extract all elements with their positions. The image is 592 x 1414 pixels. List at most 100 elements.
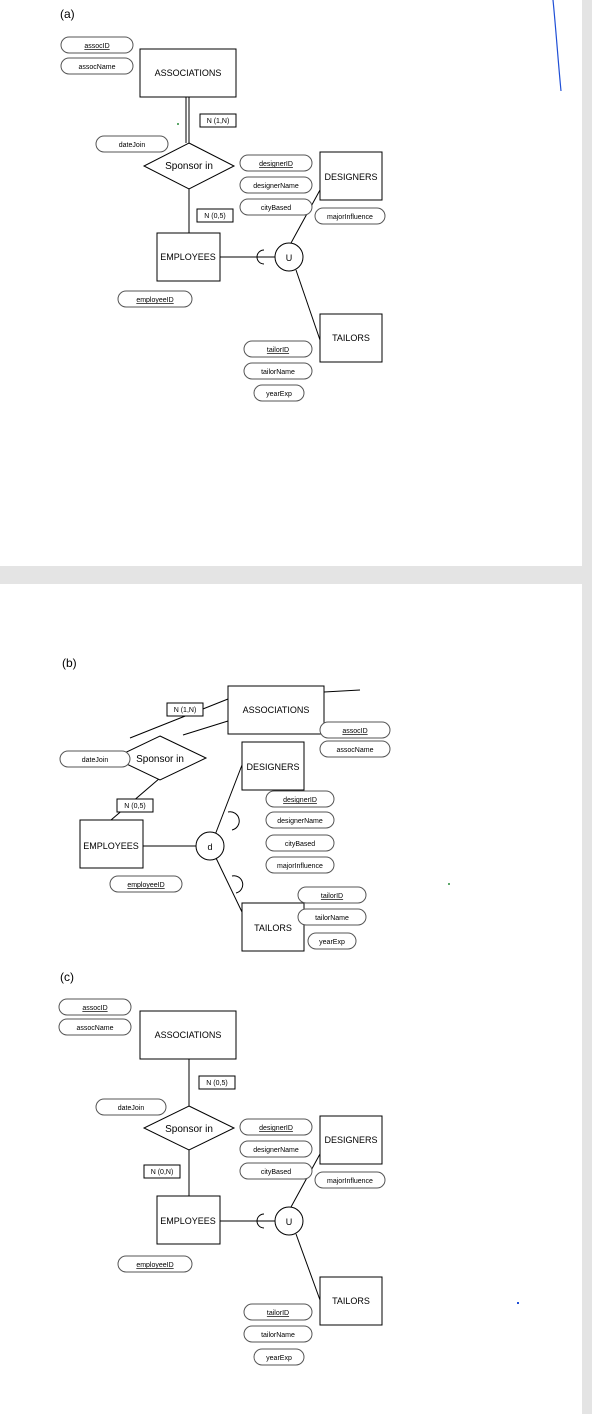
page-gutter [582, 0, 592, 1414]
c-relationship-sponsor-in [142, 1105, 236, 1151]
b-line-sponsor-associations [129, 698, 229, 739]
c-card-associations: N (0,5) [206, 1080, 227, 1087]
a-entity-associations-label: ASSOCIATIONS [155, 68, 222, 78]
c-attr-employeeID-label: employeeID [136, 1262, 173, 1269]
a-attr-majorInfluence-label: majorInfluence [327, 214, 373, 221]
a-card-employees: N (0,5) [204, 213, 225, 220]
b-attr-designerName-label: designerName [277, 818, 323, 825]
a-union-symbol: U [286, 253, 293, 263]
b-card-employees: N (0,5) [124, 803, 145, 810]
c-attr-cityBased [239, 1162, 313, 1180]
a-attr-yearExp-label: yearExp [266, 391, 292, 398]
b-disjoint-symbol: d [207, 842, 212, 852]
c-entity-employees-label: EMPLOYEES [160, 1216, 216, 1226]
b-card-employees-box [116, 798, 154, 813]
b-attr-tailorName-label: tailorName [315, 915, 349, 922]
b-attr-designerID-label: designerID [283, 797, 317, 804]
b-card-associations: N (1,N) [174, 707, 197, 714]
b-line-d-designers [214, 764, 243, 836]
c-attr-tailorID-label: tailorID [267, 1310, 289, 1317]
c-line-union-tailors [295, 1233, 321, 1301]
b-disjoint-circle [195, 831, 225, 861]
b-attr-yearExp-label: yearExp [319, 939, 345, 946]
a-line-union-tailors [295, 269, 321, 341]
b-attr-tailorID-label: tailorID [321, 893, 343, 900]
a-union-circle [274, 242, 304, 272]
a-entity-employees-label: EMPLOYEES [160, 252, 216, 262]
b-attr-designerName [265, 811, 335, 829]
b-attr-majorInfluence [265, 856, 335, 874]
b-attr-assocID [319, 721, 391, 739]
c-attr-assocName [58, 1018, 132, 1036]
c-union-symbol: U [286, 1217, 293, 1227]
c-stray-mark [517, 1302, 519, 1304]
b-line-associations-attrs [323, 689, 361, 693]
a-entity-employees [156, 232, 221, 282]
a-attr-designerID [239, 154, 313, 172]
b-subset-tailors [231, 875, 244, 894]
a-attr-yearExp [253, 384, 305, 402]
b-attr-employeeID-label: employeeID [127, 882, 164, 889]
diagram-b-label: (b) [62, 656, 77, 670]
a-line-union-designers [290, 189, 321, 244]
b-card-associations-box [166, 702, 204, 717]
c-attr-cityBased-label: cityBased [261, 1169, 291, 1176]
a-entity-tailors-label: TAILORS [332, 333, 370, 343]
diagram-c-label: (c) [60, 970, 74, 984]
diagram-c: (c) ASSOCIATIONS EMPLOYEES DESIGNERS TAI… [58, 970, 519, 1366]
b-stray-dot [448, 883, 450, 885]
c-attr-tailorID [243, 1303, 313, 1321]
a-relationship-sponsor-in-label: Sponsor in [165, 161, 213, 172]
c-subset-symbol [256, 1213, 265, 1229]
b-entity-employees-label: EMPLOYEES [83, 841, 139, 851]
a-card-associations-box [199, 113, 237, 128]
c-attr-majorInfluence-label: majorInfluence [327, 1178, 373, 1185]
a-attr-assocID-label: assocID [84, 43, 109, 50]
b-attr-assocName-label: assocName [337, 747, 374, 754]
b-entity-tailors [241, 902, 305, 952]
c-attr-designerName-label: designerName [253, 1147, 299, 1154]
c-entity-employees [156, 1195, 221, 1245]
c-attr-employeeID [117, 1255, 193, 1273]
a-attr-tailorName-label: tailorName [261, 369, 295, 376]
a-attr-employeeID-label: employeeID [136, 297, 173, 304]
b-entity-employees [79, 819, 144, 869]
c-union-circle [274, 1206, 304, 1236]
c-attr-dateJoin [95, 1098, 167, 1116]
a-attr-tailorID-label: tailorID [267, 347, 289, 354]
a-stray-dot [177, 123, 179, 125]
c-line-union-designers [290, 1153, 321, 1208]
c-card-associations-box [198, 1075, 236, 1090]
b-subset-designers [227, 811, 240, 831]
b-attr-designerID [265, 790, 335, 808]
b-entity-designers-label: DESIGNERS [246, 762, 299, 772]
b-attr-dateJoin [59, 750, 131, 768]
a-attr-designerName-label: designerName [253, 183, 299, 190]
b-attr-dateJoin-label: dateJoin [82, 757, 109, 764]
c-relationship-sponsor-in-label: Sponsor in [165, 1124, 213, 1135]
b-line-sponsor-associations-2 [182, 720, 229, 736]
b-relationship-sponsor-in-label: Sponsor in [136, 754, 184, 765]
b-attr-cityBased [265, 834, 335, 852]
page-gap [0, 566, 592, 584]
a-card-associations: N (1,N) [207, 118, 230, 125]
b-relationship-sponsor-in [112, 735, 208, 781]
a-entity-tailors [319, 313, 383, 363]
a-entity-designers [319, 151, 383, 201]
b-attr-yearExp [307, 932, 357, 950]
a-attr-employeeID [117, 290, 193, 308]
diagram-a-label: (a) [60, 7, 75, 21]
a-attr-tailorID [243, 340, 313, 358]
c-entity-designers [319, 1115, 383, 1165]
page-1 [0, 0, 582, 566]
a-attr-cityBased-label: cityBased [261, 205, 291, 212]
b-entity-associations-label: ASSOCIATIONS [243, 705, 310, 715]
b-line-d-tailors [215, 857, 243, 913]
c-attr-dateJoin-label: dateJoin [118, 1105, 145, 1112]
b-entity-associations [227, 685, 325, 735]
c-entity-associations-label: ASSOCIATIONS [155, 1030, 222, 1040]
c-attr-majorInfluence [314, 1171, 386, 1189]
a-attr-tailorName [243, 362, 313, 380]
a-attr-majorInfluence [314, 207, 386, 225]
a-attr-assocName [60, 57, 134, 75]
